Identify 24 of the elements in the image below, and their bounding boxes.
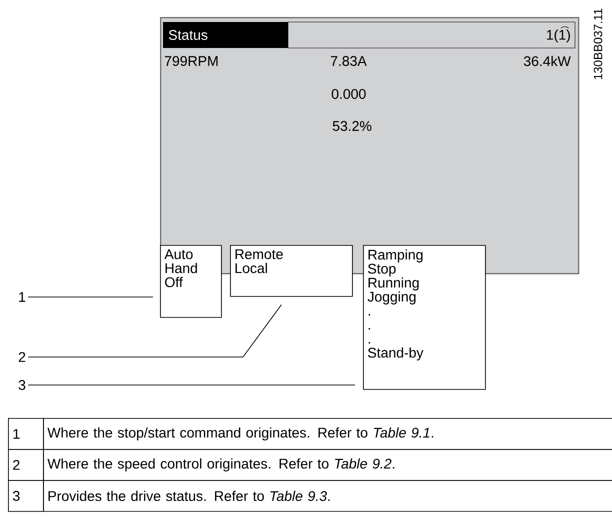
option-box: Remote Local <box>230 245 353 297</box>
status-tab: Status <box>163 22 288 48</box>
table-cell: Where the stop/start command originates. Refer to Table 9.1. <box>43 418 612 450</box>
option-box: Auto Hand Off <box>160 245 222 318</box>
display-value: 36.4kW <box>524 56 571 66</box>
callout-number: 1 <box>19 292 26 302</box>
table-cell: 2 <box>8 449 44 481</box>
table-cell: 3 <box>8 480 44 512</box>
figure-id: 130BB037.11 <box>594 8 602 80</box>
leader-line <box>28 296 154 298</box>
display-value: 799RPM <box>164 56 218 66</box>
option-box: Ramping Stop Running Jogging . . . Stand-by <box>363 245 486 390</box>
table-cell: Where the speed control originates. Refer to Table 9.2. <box>43 449 612 481</box>
display-value: 0.000 <box>332 89 366 99</box>
display-value: 7.83A <box>330 56 367 66</box>
display-screen <box>160 17 580 274</box>
table-cell: 1 <box>8 418 44 450</box>
page-indicator: 1(1) <box>546 26 570 43</box>
leader-line <box>28 384 356 386</box>
callout-number: 2 <box>18 352 26 362</box>
display-value: 53.2% <box>332 121 372 131</box>
leader-line <box>28 304 282 358</box>
callout-number: 3 <box>18 380 26 390</box>
table-cell: Provides the drive status. Refer to Table 9.3. <box>43 480 612 512</box>
